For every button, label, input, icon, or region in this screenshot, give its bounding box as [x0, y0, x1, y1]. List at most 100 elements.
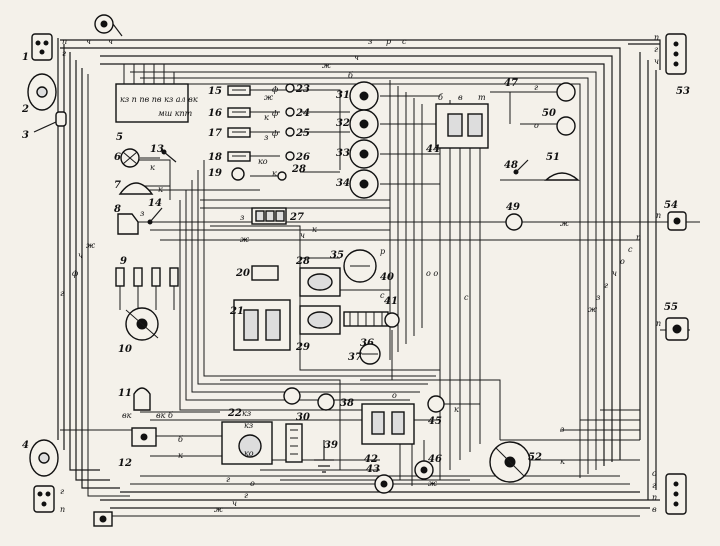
- wire-label-ro: о: [620, 257, 625, 266]
- wire-label-bl-n: п: [60, 505, 65, 514]
- component-51-lamp: [544, 172, 580, 181]
- wire-label-rz: з: [596, 293, 600, 302]
- label-35: 35: [330, 250, 344, 261]
- label-2: 2: [21, 104, 29, 115]
- label-44: 44: [426, 144, 440, 155]
- wire-label-vkb: вк б: [156, 411, 173, 420]
- wire-label-b-ch: ч: [300, 231, 305, 240]
- wire-label-t44: б: [438, 93, 443, 102]
- component-31-gauge: [349, 81, 379, 111]
- label-28-top: 28: [291, 164, 306, 175]
- component-11-ignition-coil: [133, 387, 151, 411]
- wire-label-left-zh: ж: [86, 241, 95, 250]
- horn-component: [94, 14, 123, 37]
- label-55: 55: [664, 302, 678, 313]
- wire-label-r55: п: [656, 319, 661, 328]
- wire-label-top-r: р: [386, 37, 391, 46]
- wire-label-top-s: с: [402, 37, 407, 46]
- label-46: 46: [428, 454, 442, 465]
- label-17: 17: [208, 128, 222, 139]
- component-37-gauge: [359, 343, 381, 365]
- wire-label-k23: ф: [272, 85, 278, 94]
- label-28: 28: [295, 256, 310, 267]
- component-50-lamp: [556, 116, 576, 136]
- bottom-left-connector: [33, 485, 55, 513]
- wire-label-m-s: с: [464, 293, 469, 302]
- wire-label-br-o: о: [652, 469, 657, 478]
- label-21: 21: [229, 306, 244, 317]
- wire-label-r47a: г: [534, 83, 538, 92]
- wire-label-k18: ко: [258, 157, 268, 166]
- label-45: 45: [428, 416, 442, 427]
- label-9: 9: [120, 256, 127, 267]
- wire-label-rg: г: [604, 281, 608, 290]
- component-15-fuse: [227, 85, 251, 96]
- wire-label-k16: к: [264, 113, 269, 122]
- label-53: 53: [676, 86, 690, 97]
- bottom-ground-connector: [93, 511, 113, 527]
- label-37: 37: [348, 352, 362, 363]
- component-34-gauge: [349, 169, 379, 199]
- wire-label-c27: з: [240, 213, 244, 222]
- label-25: 25: [295, 128, 310, 139]
- mid-lamp: [283, 387, 301, 405]
- wire-label-m-k3: кз: [244, 421, 253, 430]
- component-36-terminal-block: [343, 311, 389, 327]
- wire-label-left-g: г: [60, 289, 64, 298]
- wire-label-bot-zh: ж: [214, 505, 223, 514]
- wire-label-l12b: к: [178, 451, 183, 460]
- label-20: 20: [235, 268, 250, 279]
- label-48: 48: [504, 160, 518, 171]
- label-19: 19: [208, 168, 222, 179]
- component-29-gauge: [299, 305, 341, 335]
- label-10: 10: [118, 344, 132, 355]
- wire-label-k7: к: [158, 185, 163, 194]
- label-43: 43: [366, 464, 380, 475]
- wire-label-c22: кз: [242, 409, 251, 418]
- label-11: 11: [118, 388, 132, 399]
- label-1: 1: [22, 52, 29, 63]
- wire-label-bot-g2: г: [244, 491, 248, 500]
- wire-label-top-ch1: ч: [86, 37, 91, 46]
- component-53-connector: [665, 33, 687, 75]
- component-46-motor: [414, 460, 434, 480]
- wire-label-k26: к: [272, 169, 277, 178]
- label-27: 27: [289, 212, 304, 223]
- component-28-terminal: [277, 171, 287, 181]
- wire-label-tp44: т: [478, 93, 486, 102]
- component-35-gauge: [343, 249, 377, 283]
- label-39: 39: [324, 440, 338, 451]
- wire-label-top-g: г: [62, 49, 66, 58]
- component-2-headlamp: [27, 73, 57, 111]
- wire-label-m40: с: [380, 291, 385, 300]
- component-55-lamp: [665, 317, 689, 341]
- wire-label-bot-ch: ч: [232, 499, 237, 508]
- wire-label-b-zh2: ж: [428, 479, 437, 488]
- wire-label-l12a: б: [178, 435, 183, 444]
- wire-label-m49: ж: [560, 219, 569, 228]
- component-9-spark-plugs: [115, 267, 179, 310]
- component-28-gauge: [299, 267, 341, 297]
- label-34: 34: [336, 178, 350, 189]
- component-38-lamp: [317, 393, 335, 411]
- wire-label-left-f: ф: [72, 269, 78, 278]
- label-3: 3: [22, 130, 29, 141]
- component-45-lamp: [427, 395, 445, 413]
- component-17-fuse: [227, 127, 251, 138]
- wire-label-r53b: г: [654, 45, 658, 54]
- label-32: 32: [336, 118, 350, 129]
- component-1-connector: [31, 33, 53, 61]
- label-18: 18: [208, 152, 222, 163]
- wire-label-k25: ф: [272, 129, 278, 138]
- component-48-switch: [513, 159, 529, 175]
- wire-label-r54: п: [656, 211, 661, 220]
- label-52: 52: [528, 452, 542, 463]
- wire-label-t44b: в: [458, 93, 463, 102]
- label-8: 8: [114, 204, 121, 215]
- wire-label-top-z: з: [368, 37, 372, 46]
- component-7-lamp: [118, 182, 154, 195]
- wiring-harness: [57, 38, 700, 517]
- wire-label-bot-g: г: [226, 475, 230, 484]
- component-14-switch: [147, 207, 163, 225]
